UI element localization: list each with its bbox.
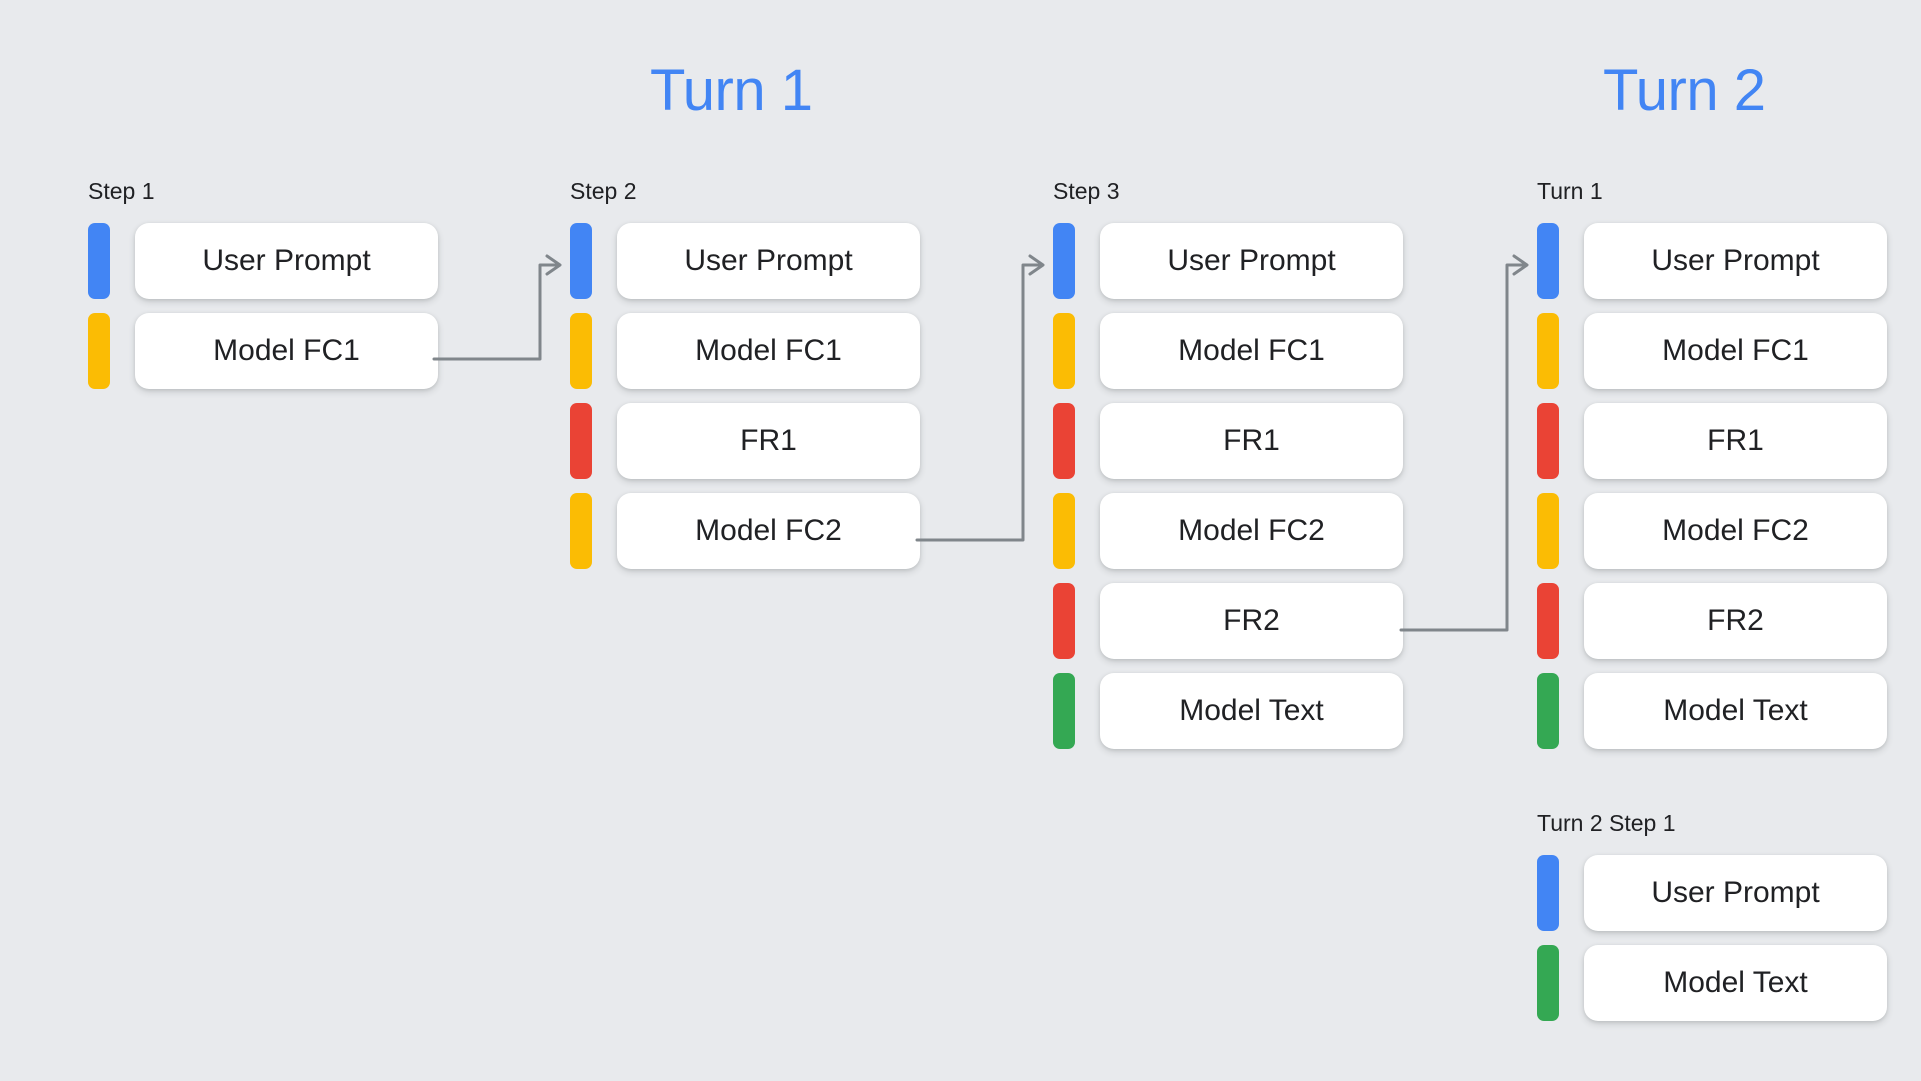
list-item[interactable]: Model Text (1053, 673, 1403, 749)
role-bar-blue-icon (570, 223, 592, 299)
list-item[interactable]: Model Text (1537, 945, 1887, 1021)
card-label[interactable]: FR1 (617, 403, 920, 479)
rows-turn-1: User Prompt Model FC1 FR1 Model FC2 FR2 … (1537, 223, 1887, 749)
card-label[interactable]: User Prompt (1584, 855, 1887, 931)
role-bar-yellow-icon (570, 493, 592, 569)
card-label[interactable]: FR1 (1100, 403, 1403, 479)
card-label[interactable]: Model Text (1584, 673, 1887, 749)
connector-step2-to-step3 (915, 254, 1045, 542)
list-item[interactable]: Model FC1 (1053, 313, 1403, 389)
list-item[interactable]: FR1 (1537, 403, 1887, 479)
role-bar-yellow-icon (88, 313, 110, 389)
column-label-step-1: Step 1 (88, 178, 155, 204)
column-step-3: Step 3 User Prompt Model FC1 FR1 Model F… (1053, 180, 1403, 749)
list-item[interactable]: FR2 (1537, 583, 1887, 659)
list-item[interactable]: FR1 (570, 403, 920, 479)
role-bar-yellow-icon (1053, 493, 1075, 569)
column-label-step-2: Step 2 (570, 178, 637, 204)
role-bar-red-icon (1053, 583, 1075, 659)
role-bar-yellow-icon (570, 313, 592, 389)
column-label-turn-1: Turn 1 (1537, 178, 1603, 204)
list-item[interactable]: User Prompt (88, 223, 438, 299)
card-label[interactable]: Model Text (1584, 945, 1887, 1021)
card-label[interactable]: Model FC1 (1584, 313, 1887, 389)
card-label[interactable]: Model FC2 (617, 493, 920, 569)
list-item[interactable]: Model FC2 (570, 493, 920, 569)
column-step-1: Step 1 User Prompt Model FC1 (88, 180, 438, 389)
card-label[interactable]: User Prompt (617, 223, 920, 299)
card-label[interactable]: Model FC2 (1100, 493, 1403, 569)
role-bar-green-icon (1053, 673, 1075, 749)
card-label[interactable]: Model FC1 (135, 313, 438, 389)
column-label-step-3: Step 3 (1053, 178, 1120, 204)
role-bar-red-icon (1537, 403, 1559, 479)
card-label[interactable]: FR2 (1584, 583, 1887, 659)
role-bar-yellow-icon (1537, 493, 1559, 569)
list-item[interactable]: Model FC2 (1053, 493, 1403, 569)
role-bar-red-icon (570, 403, 592, 479)
card-label[interactable]: User Prompt (1100, 223, 1403, 299)
connector-step1-to-step2 (432, 254, 562, 361)
column-step-2: Step 2 User Prompt Model FC1 FR1 Model F… (570, 180, 920, 569)
role-bar-red-icon (1053, 403, 1075, 479)
list-item[interactable]: Model FC1 (88, 313, 438, 389)
role-bar-blue-icon (88, 223, 110, 299)
list-item[interactable]: Model FC2 (1537, 493, 1887, 569)
role-bar-green-icon (1537, 673, 1559, 749)
card-label[interactable]: User Prompt (135, 223, 438, 299)
card-label[interactable]: Model FC2 (1584, 493, 1887, 569)
list-item[interactable]: FR1 (1053, 403, 1403, 479)
role-bar-yellow-icon (1537, 313, 1559, 389)
rows-step-1: User Prompt Model FC1 (88, 223, 438, 389)
role-bar-blue-icon (1537, 855, 1559, 931)
turn-1-title: Turn 1 (650, 58, 813, 123)
rows-turn-2-step-1: User Prompt Model Text (1537, 855, 1887, 1021)
card-label[interactable]: FR1 (1584, 403, 1887, 479)
card-label[interactable]: User Prompt (1584, 223, 1887, 299)
list-item[interactable]: User Prompt (570, 223, 920, 299)
column-turn-1: Turn 1 User Prompt Model FC1 FR1 Model F… (1537, 180, 1887, 749)
role-bar-blue-icon (1053, 223, 1075, 299)
list-item[interactable]: Model FC1 (1537, 313, 1887, 389)
list-item[interactable]: User Prompt (1537, 855, 1887, 931)
card-label[interactable]: Model FC1 (617, 313, 920, 389)
connector-step3-to-turn1 (1399, 254, 1529, 632)
card-label[interactable]: Model FC1 (1100, 313, 1403, 389)
card-label[interactable]: Model Text (1100, 673, 1403, 749)
list-item[interactable]: Model Text (1537, 673, 1887, 749)
list-item[interactable]: FR2 (1053, 583, 1403, 659)
column-label-turn-2-step-1: Turn 2 Step 1 (1537, 810, 1676, 836)
list-item[interactable]: User Prompt (1537, 223, 1887, 299)
rows-step-3: User Prompt Model FC1 FR1 Model FC2 FR2 … (1053, 223, 1403, 749)
role-bar-green-icon (1537, 945, 1559, 1021)
turn-2-title: Turn 2 (1603, 58, 1766, 123)
role-bar-blue-icon (1537, 223, 1559, 299)
rows-step-2: User Prompt Model FC1 FR1 Model FC2 (570, 223, 920, 569)
list-item[interactable]: Model FC1 (570, 313, 920, 389)
card-label[interactable]: FR2 (1100, 583, 1403, 659)
role-bar-red-icon (1537, 583, 1559, 659)
list-item[interactable]: User Prompt (1053, 223, 1403, 299)
role-bar-yellow-icon (1053, 313, 1075, 389)
column-turn-2-step-1: Turn 2 Step 1 User Prompt Model Text (1537, 812, 1887, 1021)
